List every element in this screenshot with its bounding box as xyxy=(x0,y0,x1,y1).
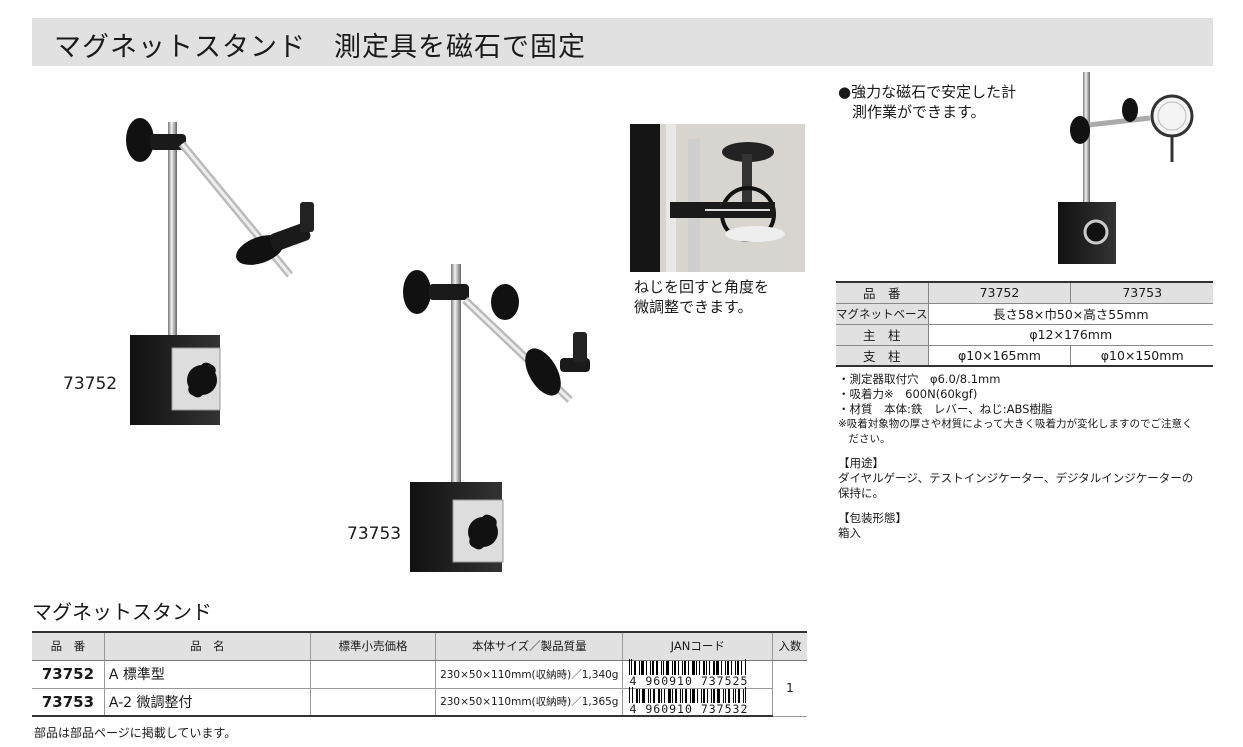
col-header-name: 品 名 xyxy=(103,631,311,661)
usage-block: 【用途】 ダイヤルゲージ、テストインジケーター、デジタルインジケーターの 保持に… xyxy=(838,456,1193,501)
feature-caption: ●強力な磁石で安定した計 測作業ができます。 xyxy=(838,82,1016,122)
feature-caption-line-1: ●強力な磁石で安定した計 xyxy=(838,83,1017,101)
spec-note: ださい。 xyxy=(838,433,891,445)
detail-image xyxy=(630,124,805,272)
product-price xyxy=(309,660,436,689)
col-header-code: 品 番 xyxy=(32,631,105,661)
spec-note: ※吸着対象物の厚さや材質によって大きく吸着力が変化しますのでご注意く xyxy=(838,418,1193,430)
spec-note: ・吸着力※ 600N(60kgf) xyxy=(838,387,978,401)
jan-cell: 4 960910 737525 xyxy=(622,659,773,689)
col-header-size: 本体サイズ／製品質量 xyxy=(435,631,623,661)
packaging-block: 【包装形態】 箱入 xyxy=(838,511,907,541)
feature-image xyxy=(1058,72,1194,264)
feature-caption-line-2: 測作業ができます。 xyxy=(852,103,986,121)
product-size: 230×50×110mm(収納時)／1,340g xyxy=(435,660,623,689)
product-code: 73753 xyxy=(32,688,105,717)
spec-note: ・測定器取付穴 φ6.0/8.1mm xyxy=(838,372,1001,386)
product-header-row: 品 番 品 名 標準小売価格 本体サイズ／製品質量 JANコード 入数 xyxy=(32,631,807,661)
spec-row-main-pillar: 主 柱 φ12×176mm xyxy=(836,324,1213,346)
product-image-73752 xyxy=(126,118,314,425)
spec-header-row: 品 番 73752 73753 xyxy=(836,281,1213,304)
product-price xyxy=(309,688,436,717)
spec-label: 主 柱 xyxy=(836,324,928,346)
spec-row-support: 支 柱 φ10×165mm φ10×150mm xyxy=(836,345,1213,367)
footer-note: 部品は部品ページに掲載しています。 xyxy=(34,726,237,740)
detail-caption-line-1: ねじを回すと角度を xyxy=(634,278,770,296)
jan-cell: 4 960910 737532 xyxy=(622,686,773,717)
spec-value: φ10×150mm xyxy=(1070,345,1213,367)
spec-label: 支 柱 xyxy=(836,345,928,367)
product-table: 品 番 品 名 標準小売価格 本体サイズ／製品質量 JANコード 入数 7375… xyxy=(32,631,807,717)
spec-notes: ・測定器取付穴 φ6.0/8.1mm ・吸着力※ 600N(60kgf) ・材質… xyxy=(838,372,1192,447)
spec-value: φ12×176mm xyxy=(927,324,1213,346)
col-header-price: 標準小売価格 xyxy=(309,631,436,661)
usage-heading: 【用途】 xyxy=(838,456,884,470)
col-header-jan: JANコード xyxy=(622,631,773,661)
product-quantity: 1 xyxy=(772,660,807,717)
jan-barcode xyxy=(629,686,748,703)
usage-text: ダイヤルゲージ、テストインジケーター、デジタルインジケーターの xyxy=(838,471,1194,485)
spec-value: 長さ58×巾50×高さ55mm xyxy=(927,303,1213,325)
spec-row-base: マグネットベース 長さ58×巾50×高さ55mm xyxy=(836,303,1213,325)
page-title: マグネットスタンド 測定具を磁石で固定 xyxy=(54,32,586,63)
jan-barcode xyxy=(629,659,747,675)
jan-number: 4 960910 737525 xyxy=(629,674,749,688)
detail-caption: ねじを回すと角度を 微調整できます。 xyxy=(634,277,769,317)
detail-caption-line-2: 微調整できます。 xyxy=(634,298,753,316)
product-name: A 標準型 xyxy=(103,660,311,689)
table-row: 73753 A-2 微調整付 230×50×110mm(収納時)／1,365g … xyxy=(32,686,807,717)
packaging-heading: 【包装形態】 xyxy=(838,511,907,525)
model-label-73752: 73752 xyxy=(63,374,118,394)
usage-text: 保持に。 xyxy=(838,486,884,500)
packaging-text: 箱入 xyxy=(838,526,861,540)
product-image-73753 xyxy=(403,264,590,572)
title-bar: マグネットスタンド 測定具を磁石で固定 xyxy=(32,18,1213,66)
spec-header-73752: 73752 xyxy=(927,281,1071,304)
product-size: 230×50×110mm(収納時)／1,365g xyxy=(435,688,623,717)
spec-table: 品 番 73752 73753 マグネットベース 長さ58×巾50×高さ55mm… xyxy=(836,281,1213,367)
col-header-qty: 入数 xyxy=(772,631,807,661)
section-title: マグネットスタンド xyxy=(32,600,212,624)
product-name: A-2 微調整付 xyxy=(103,688,311,717)
model-label-73753: 73753 xyxy=(347,524,402,544)
spec-label: マグネットベース xyxy=(836,303,928,325)
spec-note: ・材質 本体:鉄 レバー、ねじ:ABS樹脂 xyxy=(838,402,1053,416)
spec-value: φ10×165mm xyxy=(927,345,1071,367)
jan-number: 4 960910 737532 xyxy=(629,701,749,716)
product-code: 73752 xyxy=(32,660,105,689)
spec-header-label: 品 番 xyxy=(836,281,928,304)
table-row: 73752 A 標準型 230×50×110mm(収納時)／1,340g 4 9… xyxy=(32,659,807,717)
spec-header-73753: 73753 xyxy=(1070,281,1213,304)
